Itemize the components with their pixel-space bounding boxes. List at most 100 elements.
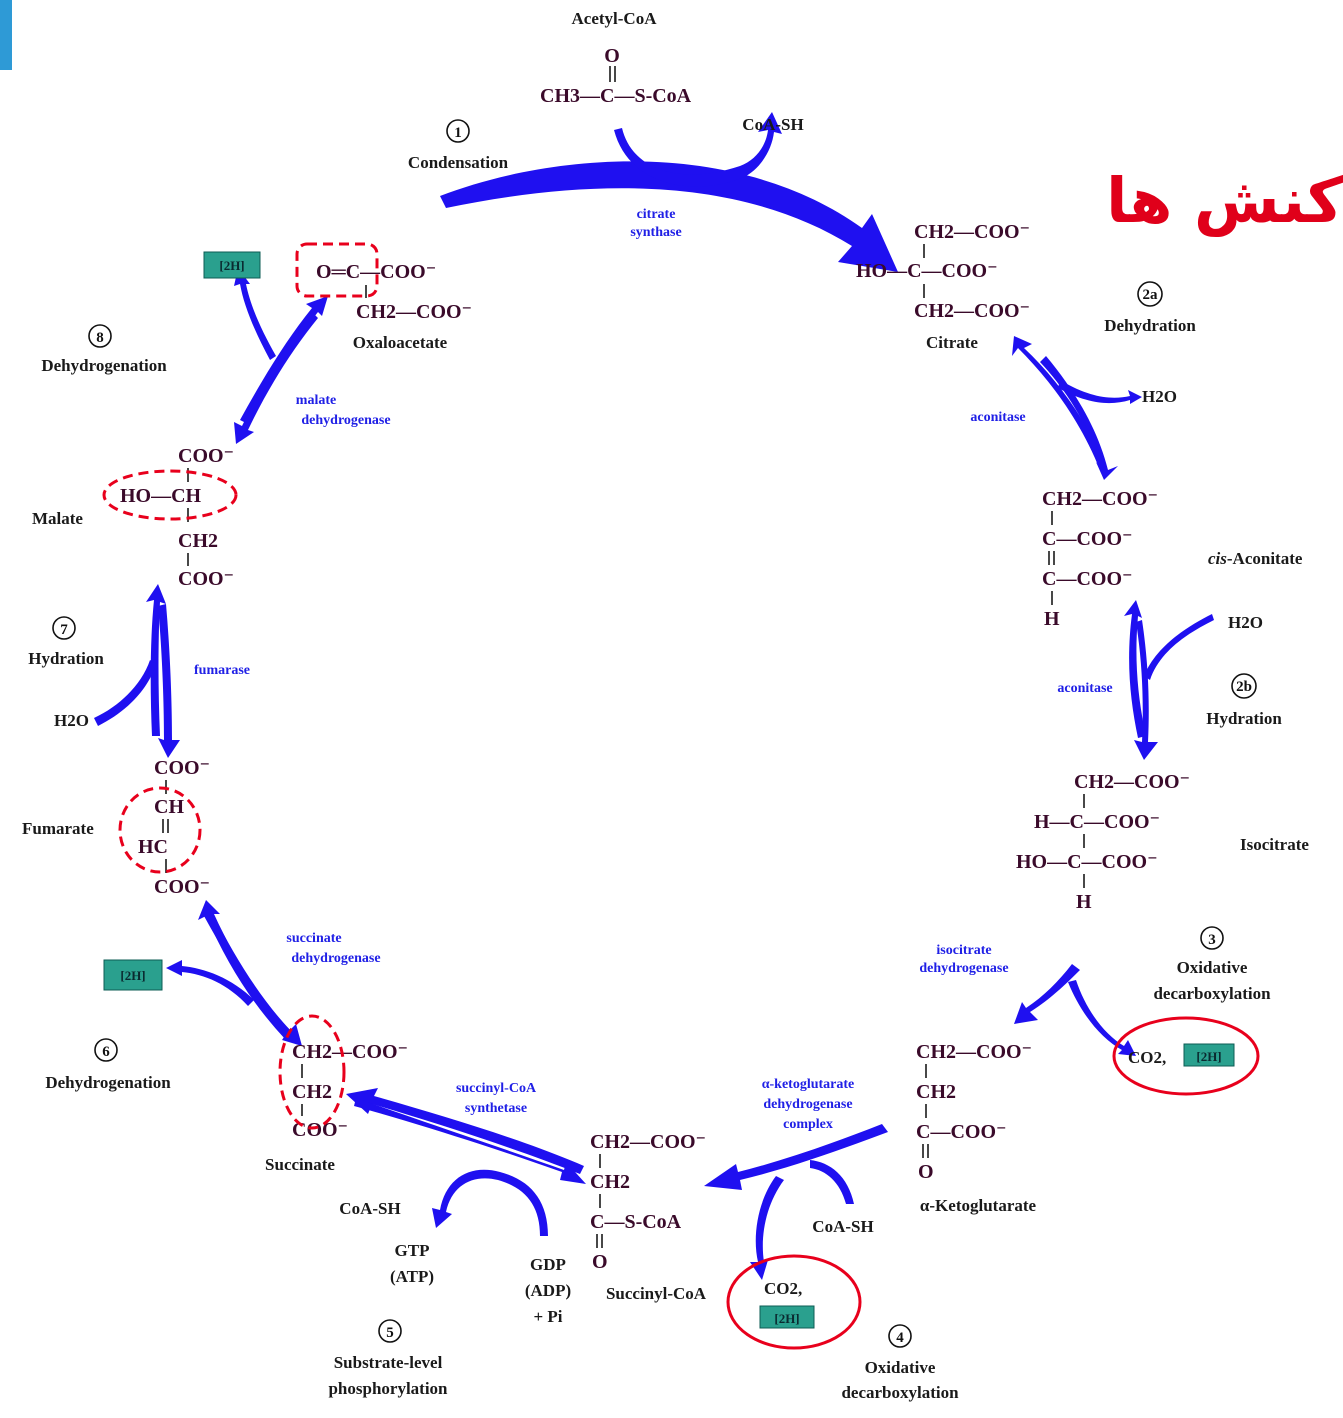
cis-aconitate-name: cis-Aconitate xyxy=(1208,549,1303,568)
step3-name-l1: Oxidative xyxy=(1177,958,1248,977)
step1-name: Condensation xyxy=(408,153,509,172)
succinate-line2: CH2 xyxy=(292,1081,332,1103)
step7-down-arrow xyxy=(158,604,180,758)
step2b-name: Hydration xyxy=(1206,709,1282,728)
gdp-in-arrow xyxy=(432,1169,548,1236)
coa-in-4-arrow xyxy=(810,1160,854,1204)
step1-byproduct: CoA-SH xyxy=(742,115,803,134)
h2o-out-2a-arrow xyxy=(1058,380,1142,404)
succinate-name: Succinate xyxy=(265,1155,335,1174)
h2o-in-2b-arrow xyxy=(1144,614,1214,680)
acetyl-coa: Acetyl-CoA O CH3—C—S-CoA xyxy=(540,9,692,107)
step8-2h-box xyxy=(203,251,261,279)
step7-enzyme: fumarase xyxy=(194,663,250,678)
step4-arrow xyxy=(704,1124,888,1190)
step5-enzyme-l1: succinyl-CoA xyxy=(456,1081,537,1096)
malate-line4: COO⁻ xyxy=(178,568,234,590)
step5-adp: (ADP) xyxy=(525,1281,571,1300)
cis-aconitate-line2: C—COO⁻ xyxy=(1042,528,1133,550)
cycle-arrows xyxy=(94,112,1214,1280)
isocitrate-line1: CH2—COO⁻ xyxy=(1074,771,1190,793)
step4-products-highlight xyxy=(726,1254,862,1350)
oxaloacetate-name: Oxaloacetate xyxy=(353,333,448,352)
step8-2h: [2H] xyxy=(219,258,244,273)
fumarate-line3: HC xyxy=(138,836,168,858)
step2b-number: 2b xyxy=(1236,679,1252,695)
step8-down-arrow xyxy=(234,312,318,444)
isocitrate-line3: HO—C—COO⁻ xyxy=(1016,851,1158,873)
step2a-up-arrow xyxy=(1012,336,1106,470)
step3-2h: [2H] xyxy=(1196,1049,1221,1064)
step7-marker xyxy=(52,616,76,640)
isocitrate-line2: H—C—COO⁻ xyxy=(1034,811,1160,833)
step5-marker xyxy=(378,1319,402,1343)
malate-line2: HO—CH xyxy=(120,485,202,507)
alpha-ketoglutarate: CH2—COO⁻ CH2 C—COO⁻ O α-Ketoglutarate xyxy=(916,1041,1037,1215)
isocitrate: CH2—COO⁻ H—C—COO⁻ HO—C—COO⁻ H Isocitrate xyxy=(1016,771,1309,913)
malate-line3: CH2 xyxy=(178,530,218,552)
step7-name: Hydration xyxy=(28,649,104,668)
cis-aconitate-line3: C—COO⁻ xyxy=(1042,568,1133,590)
acetyl-coa-o: O xyxy=(604,45,620,67)
malate-name: Malate xyxy=(32,509,83,528)
step3-enzyme-l2: dehydrogenase xyxy=(919,961,1008,976)
step8-marker xyxy=(88,324,112,348)
oxaloacetate: O═C—COO⁻ CH2—COO⁻ Oxaloacetate xyxy=(295,242,472,352)
step4-number: 4 xyxy=(896,1330,904,1346)
corner-badge xyxy=(0,0,12,70)
oxaloacetate-line1: O═C—COO⁻ xyxy=(316,261,436,283)
step4-marker xyxy=(888,1324,912,1348)
step5-pi: + Pi xyxy=(533,1307,562,1326)
cis-aconitate-name-italic: cis xyxy=(1208,549,1227,568)
step5-name-l2: phosphorylation xyxy=(328,1379,448,1398)
succinyl-coa: CH2—COO⁻ CH2 C—S-CoA O Succinyl-CoA xyxy=(590,1131,707,1303)
succinyl-coa-name: Succinyl-CoA xyxy=(606,1284,707,1303)
step6-up-arrow xyxy=(198,900,294,1040)
step4-enzyme-l3: complex xyxy=(783,1117,833,1132)
fumarate-line1: COO⁻ xyxy=(154,757,210,779)
step4-2h-box xyxy=(759,1305,815,1329)
succinyl-coa-line1: CH2—COO⁻ xyxy=(590,1131,706,1153)
step2b-down-arrow xyxy=(1134,620,1158,760)
step5-gtp: GTP xyxy=(395,1241,430,1260)
step5-right-arrow xyxy=(354,1098,586,1184)
step2a-enzyme: aconitase xyxy=(970,410,1025,425)
step5-left-arrow xyxy=(346,1088,584,1174)
isocitrate-name: Isocitrate xyxy=(1240,835,1309,854)
cis-aconitate-line1: CH2—COO⁻ xyxy=(1042,488,1158,510)
oxaloacetate-highlight xyxy=(295,242,379,298)
step1-enzyme-l1: citrate xyxy=(637,207,676,222)
step8-name: Dehydrogenation xyxy=(41,356,167,375)
ketoglutarate-name: α-Ketoglutarate xyxy=(920,1196,1037,1215)
oxaloacetate-line2: CH2—COO⁻ xyxy=(356,301,472,323)
step2a-name: Dehydration xyxy=(1104,316,1196,335)
step3-number: 3 xyxy=(1208,932,1216,948)
citrate-name: Citrate xyxy=(926,333,978,352)
step5-atp: (ATP) xyxy=(390,1267,434,1286)
step2b-marker xyxy=(1231,673,1257,699)
step8-enzyme-l1: malate xyxy=(296,393,336,408)
co2-out-3-arrow xyxy=(1068,980,1136,1056)
acetyl-feed-arrow xyxy=(614,112,782,187)
step5-name-l1: Substrate-level xyxy=(334,1353,443,1372)
citrate: CH2—COO⁻ HO—C—COO⁻ CH2—COO⁻ Citrate xyxy=(856,221,1030,352)
2h-out-6-arrow xyxy=(166,960,254,1006)
step6-2h: [2H] xyxy=(120,968,145,983)
step8-number: 8 xyxy=(96,330,104,346)
step8-enzyme-l2: dehydrogenase xyxy=(301,413,390,428)
citrate-line2: HO—C—COO⁻ xyxy=(856,260,998,282)
acetyl-coa-label: Acetyl-CoA xyxy=(572,9,658,28)
2h-out-8-arrow xyxy=(234,268,276,360)
step3-2h-box xyxy=(1183,1043,1235,1067)
malate: COO⁻ HO—CH CH2 COO⁻ Malate xyxy=(32,445,238,590)
step4-co2: CO2, xyxy=(764,1279,802,1298)
succinyl-coa-line3: C—S-CoA xyxy=(590,1211,682,1233)
h2o-in-7-arrow xyxy=(94,660,156,726)
step1-number: 1 xyxy=(454,125,462,141)
step4-enzyme-l1: α-ketoglutarate xyxy=(762,1077,855,1092)
step3-arrow xyxy=(1014,964,1080,1024)
step2a-marker xyxy=(1137,281,1163,307)
co2-out-4-arrow xyxy=(750,1176,784,1280)
